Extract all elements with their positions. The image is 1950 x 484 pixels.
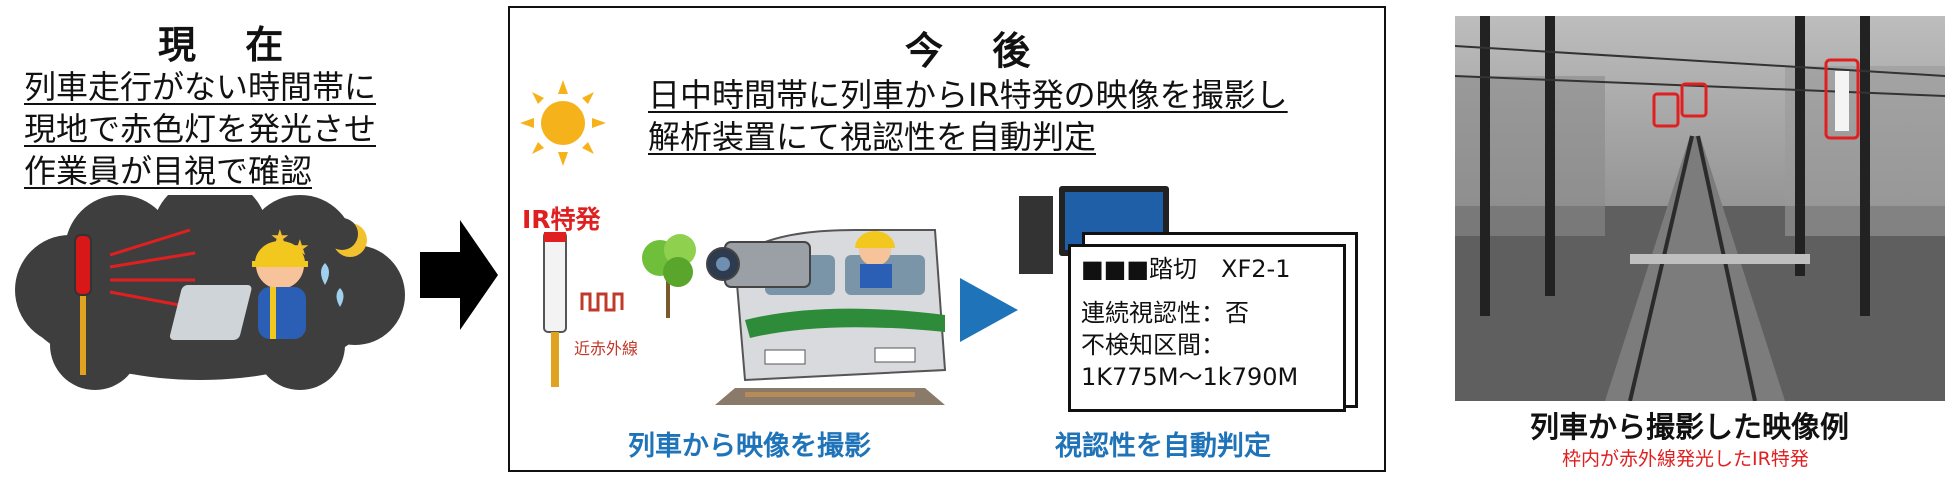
ir-camera-example-image bbox=[1455, 16, 1945, 401]
trees-icon bbox=[642, 234, 696, 318]
worker-figure bbox=[169, 241, 308, 340]
future-line-1: 日中時間帯に列車からIR特発の映像を撮影し bbox=[648, 76, 1288, 114]
nir-label: 近赤外線 bbox=[574, 339, 639, 358]
report-card: ■■■踏切 XF2-1 連続視認性：否 不検知区間： 1K775M～1k790M bbox=[1068, 244, 1346, 412]
infrared-wave-icon bbox=[580, 292, 624, 312]
current-heading: 現 在 bbox=[158, 23, 302, 67]
transition-arrow bbox=[420, 220, 498, 330]
report-undetected-label: 不検知区間： bbox=[1081, 331, 1225, 359]
future-description: 日中時間帯に列車からIR特発の映像を撮影し 解析装置にて視認性を自動判定 bbox=[648, 74, 1288, 158]
future-line-2: 解析装置にて視認性を自動判定 bbox=[648, 118, 1097, 156]
current-line-1: 列車走行がない時間帯に bbox=[24, 68, 377, 106]
train-with-camera-illustration bbox=[706, 229, 947, 405]
red-signal-lamp bbox=[74, 234, 92, 375]
current-line-2: 現地で赤色灯を発光させ bbox=[24, 110, 377, 148]
future-panel bbox=[508, 6, 1386, 472]
moon-icon bbox=[326, 218, 367, 257]
report-title: ■■■踏切 XF2-1 bbox=[1081, 255, 1291, 283]
caption-auto-judge: 視認性を自動判定 bbox=[1055, 431, 1271, 462]
example-caption: 列車から撮影した映像例 bbox=[1530, 410, 1850, 444]
night-inspection-illustration: ★ ★ bbox=[15, 195, 405, 390]
report-visibility: 連続視認性：否 bbox=[1081, 299, 1249, 327]
light-beams bbox=[109, 228, 196, 309]
example-note: 枠内が赤外線発光したIR特発 bbox=[1562, 448, 1809, 470]
current-line-3: 作業員が目視で確認 bbox=[24, 152, 313, 190]
ir-label: IR特発 bbox=[522, 205, 601, 234]
process-arrow-icon bbox=[960, 278, 1018, 342]
ir-signal-post-illustration bbox=[543, 232, 624, 387]
sweat-drops-icon bbox=[321, 263, 344, 307]
future-heading: 今 後 bbox=[905, 29, 1049, 73]
current-description: 列車走行がない時間帯に 現地で赤色灯を発光させ 作業員が目視で確認 bbox=[24, 66, 376, 192]
video-camera-icon bbox=[706, 241, 811, 288]
caption-train-capture: 列車から映像を撮影 bbox=[628, 431, 871, 462]
ir-detection-box bbox=[1652, 58, 1860, 140]
sun-icon bbox=[520, 80, 606, 166]
report-undetected-range: 1K775M～1k790M bbox=[1081, 363, 1299, 391]
